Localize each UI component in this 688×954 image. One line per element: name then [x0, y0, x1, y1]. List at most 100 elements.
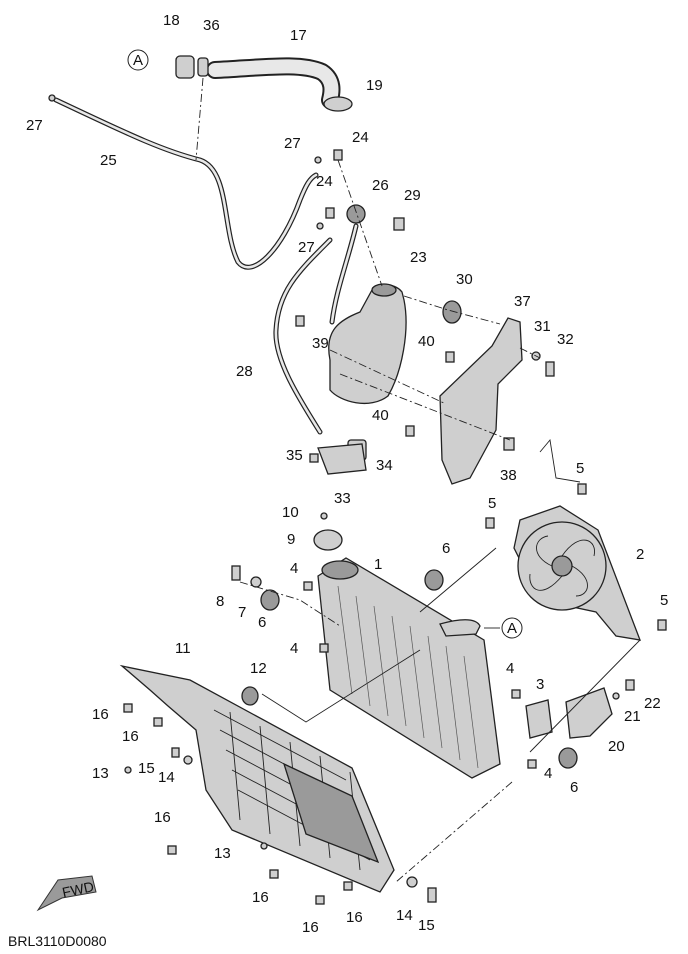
- callout-27-b: 27: [284, 135, 301, 152]
- hose-17: [206, 57, 341, 109]
- callout-30: 30: [456, 271, 473, 288]
- callout-19: 19: [366, 77, 383, 94]
- callout-39: 39: [312, 335, 329, 352]
- diagram-code: BRL3110D0080: [8, 933, 107, 949]
- clip-40-lower: [405, 425, 415, 437]
- bolt-16-d: [269, 869, 279, 879]
- bolt-5-fan-right: [657, 619, 667, 631]
- bolt-16-b: [153, 717, 163, 727]
- callout-33: 33: [334, 490, 351, 507]
- collar-14-b: [406, 876, 418, 888]
- svg-text:A: A: [133, 52, 143, 69]
- bolt-5-fan-left: [485, 517, 495, 529]
- callout-23: 23: [410, 249, 427, 266]
- bolt-5-fan-top: [577, 483, 587, 495]
- reference-marker-a-radiator: A: [501, 617, 523, 639]
- callout-22: 22: [644, 695, 661, 712]
- callout-28: 28: [236, 363, 253, 380]
- callout-17: 17: [290, 27, 307, 44]
- callout-12: 12: [250, 660, 267, 677]
- grommet-30: [442, 300, 462, 324]
- callout-21: 21: [624, 708, 641, 725]
- callout-26: 26: [372, 177, 389, 194]
- callout-4-d: 4: [544, 765, 552, 782]
- clip-27-lower: [316, 222, 324, 230]
- assembly-line-lower-b: [395, 781, 513, 883]
- callout-6-a: 6: [442, 540, 450, 557]
- fitting-24-lower: [325, 207, 335, 219]
- callout-24-a: 24: [352, 129, 369, 146]
- assembly-line-tank: [329, 349, 447, 405]
- grommet-6-left: [260, 589, 280, 611]
- callout-16-c: 16: [154, 809, 171, 826]
- collar-21: [612, 692, 620, 700]
- callout-27-a: 27: [26, 117, 43, 134]
- clip-27-upper: [314, 156, 322, 164]
- callout-8: 8: [216, 593, 224, 610]
- nut-13-b: [260, 842, 268, 850]
- radiator-cover-11: [119, 664, 395, 893]
- nut-13-a: [124, 766, 132, 774]
- callout-36: 36: [203, 17, 220, 34]
- bolt-15-b: [427, 887, 437, 903]
- grommet-6-right: [558, 747, 578, 769]
- callout-35: 35: [286, 447, 303, 464]
- bracket-34: [317, 443, 367, 475]
- collar-14-a: [183, 755, 193, 765]
- callout-16-f: 16: [346, 909, 363, 926]
- clip-27-left: [48, 94, 56, 102]
- reference-marker-a-top: A: [127, 49, 149, 71]
- callout-40-a: 40: [418, 333, 435, 350]
- nut-4-right-bottom: [527, 759, 537, 769]
- callout-labels: 18 36 17 19 27 25 27 24 24 26 29 27 23 3…: [26, 12, 668, 936]
- callout-5-b: 5: [488, 495, 496, 512]
- callout-20: 20: [608, 738, 625, 755]
- callout-6-c: 6: [570, 779, 578, 796]
- callout-5-c: 5: [660, 592, 668, 609]
- callout-2: 2: [636, 546, 644, 563]
- callout-5-a: 5: [576, 460, 584, 477]
- fitting-24-upper: [333, 149, 343, 161]
- callout-3: 3: [536, 676, 544, 693]
- leader-12: [261, 649, 421, 723]
- assembly-line-30: [403, 295, 501, 325]
- callout-7: 7: [238, 604, 246, 621]
- callout-16-a: 16: [92, 706, 109, 723]
- callout-16-b: 16: [122, 728, 139, 745]
- callout-1: 1: [374, 556, 382, 573]
- callout-25: 25: [100, 152, 117, 169]
- svg-text:A: A: [507, 620, 517, 637]
- callout-37: 37: [514, 293, 531, 310]
- cover-mesh: [282, 762, 380, 864]
- assembly-line-24: [337, 159, 383, 287]
- callout-16-e: 16: [302, 919, 319, 936]
- assembly-line-38: [339, 373, 511, 441]
- gasket-10: [320, 512, 328, 520]
- assembly-line-31: [519, 347, 541, 359]
- leader-fan-b: [529, 639, 641, 753]
- callout-14-b: 14: [396, 907, 413, 924]
- clip-35: [309, 453, 319, 463]
- fwd-arrow-icon: FWD: [36, 875, 97, 912]
- radiator-fins: [337, 585, 479, 769]
- assembly-line-lower-a: [239, 581, 341, 627]
- callout-4-a: 4: [290, 560, 298, 577]
- callout-4-c: 4: [506, 660, 514, 677]
- guard-20: [565, 687, 613, 739]
- callout-11: 11: [175, 640, 191, 657]
- callout-13-a: 13: [92, 765, 109, 782]
- callout-32: 32: [557, 331, 574, 348]
- callout-14-a: 14: [158, 769, 175, 786]
- grommet-6-top: [424, 569, 444, 591]
- callout-31: 31: [534, 318, 551, 335]
- assembly-line-36: [195, 77, 204, 161]
- reservoir-tank-23: [328, 283, 407, 404]
- nut-4-right-top: [511, 689, 521, 699]
- callout-24-b: 24: [316, 173, 333, 190]
- callout-29: 29: [404, 187, 421, 204]
- callout-13-b: 13: [214, 845, 231, 862]
- bolt-16-e: [315, 895, 325, 905]
- tank-bracket-37: [439, 317, 523, 485]
- clip-40-upper: [445, 351, 455, 363]
- callout-10: 10: [282, 504, 299, 521]
